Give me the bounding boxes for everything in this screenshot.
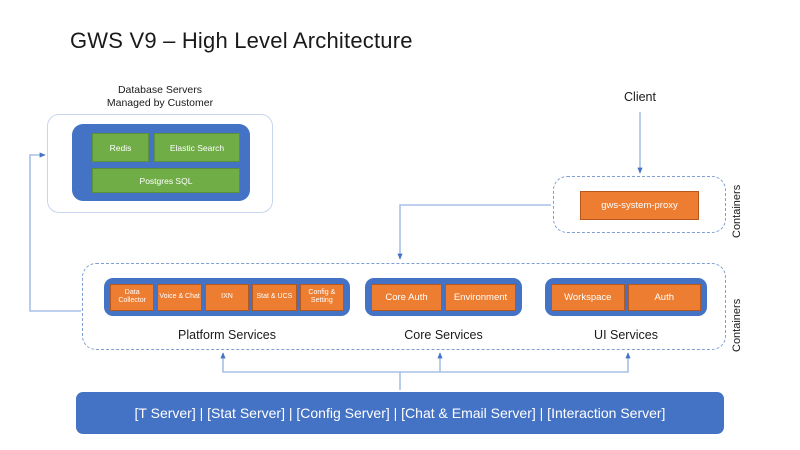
- service-workspace[interactable]: Workspace: [551, 283, 625, 311]
- database-servers-caption: Database Servers Managed by Customer: [47, 84, 273, 110]
- connector-serverbar-bus-left: [220, 352, 401, 390]
- service-voice-and-chat[interactable]: Voice & Chat: [157, 283, 202, 311]
- service-gws-system-proxy[interactable]: gws-system-proxy: [580, 191, 699, 220]
- database-item-postgres-sql[interactable]: Postgres SQL: [92, 168, 240, 193]
- ui-services-group: Workspace Auth: [545, 278, 707, 316]
- containers-label-proxy: Containers: [731, 184, 743, 238]
- platform-services-group: Data Collector Voice & Chat IXN Stat & U…: [104, 278, 350, 316]
- ui-services-caption: UI Services: [594, 328, 658, 342]
- database-item-redis[interactable]: Redis: [92, 133, 149, 162]
- service-config-and-setting[interactable]: Config & Setting: [299, 283, 345, 311]
- service-environment[interactable]: Environment: [445, 283, 516, 311]
- service-auth[interactable]: Auth: [627, 283, 701, 311]
- page-title: GWS V9 – High Level Architecture: [70, 28, 413, 53]
- containers-label-services: Containers: [731, 298, 743, 352]
- connector-proxy-to-services: [397, 204, 551, 260]
- service-stat-and-ucs[interactable]: Stat & UCS: [252, 283, 297, 311]
- service-ixn[interactable]: IXN: [204, 283, 250, 311]
- database-servers-caption-line2: Managed by Customer: [106, 97, 214, 109]
- connector-serverbar-bus-right: [400, 352, 631, 373]
- database-servers-caption-line1: Database Servers: [117, 84, 203, 96]
- service-data-collector[interactable]: Data Collector: [110, 283, 155, 311]
- client-label: Client: [624, 90, 656, 104]
- server-bar[interactable]: [T Server] | [Stat Server] | [Config Ser…: [76, 392, 724, 434]
- core-services-group: Core Auth Environment: [365, 278, 522, 316]
- platform-services-caption: Platform Services: [178, 328, 276, 342]
- service-core-auth[interactable]: Core Auth: [371, 283, 442, 311]
- core-services-caption: Core Services: [404, 328, 483, 342]
- database-item-elastic-search[interactable]: Elastic Search: [154, 133, 240, 162]
